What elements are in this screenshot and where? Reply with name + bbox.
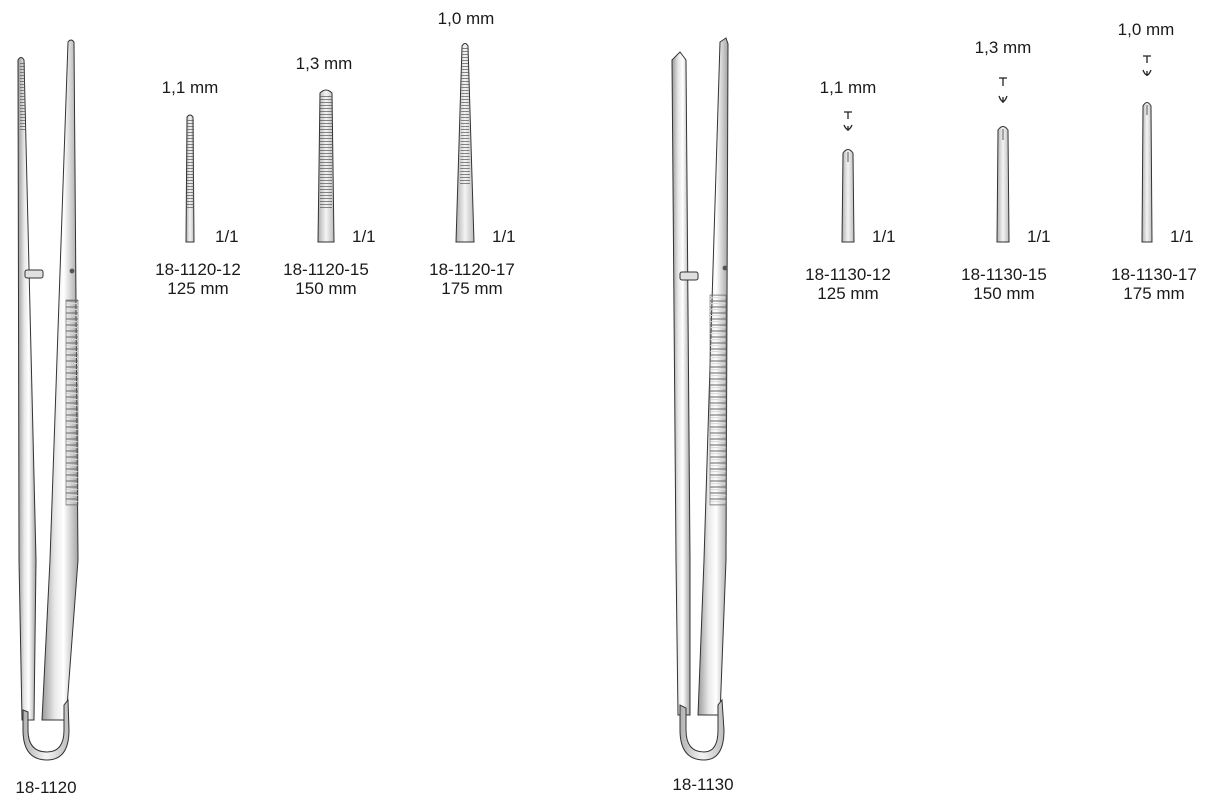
product-code: 18-1120-12 bbox=[155, 260, 241, 279]
tip-detail-18-1120-17 bbox=[455, 43, 475, 243]
scale-label: 1/1 bbox=[492, 227, 516, 246]
product-code: 18-1130-12 bbox=[805, 265, 891, 284]
scale-label: 1/1 bbox=[215, 227, 239, 246]
tip-profile-icon bbox=[998, 77, 1008, 103]
product-length: 125 mm bbox=[167, 279, 229, 298]
forceps-18-1120-illustration bbox=[17, 39, 79, 761]
product-length: 150 mm bbox=[973, 284, 1035, 303]
product-code: 18-1130-17 bbox=[1111, 265, 1197, 284]
width-label: 1,3 mm bbox=[295, 54, 353, 73]
forceps-18-1130-illustration bbox=[671, 37, 729, 761]
width-label: 1,3 mm bbox=[974, 38, 1032, 57]
product-code: 18-1130-15 bbox=[961, 265, 1047, 284]
product-length: 175 mm bbox=[441, 279, 503, 298]
scale-label: 1/1 bbox=[352, 227, 376, 246]
scale-label: 1/1 bbox=[1027, 227, 1051, 246]
product-code: 18-1120-17 bbox=[429, 260, 515, 279]
product-code: 18-1120-15 bbox=[283, 260, 369, 279]
tip-profile-icon bbox=[843, 111, 853, 131]
tip-detail-18-1120-15 bbox=[317, 89, 335, 243]
tip-detail-18-1120-12 bbox=[185, 114, 195, 243]
tip-detail-18-1130-12 bbox=[841, 111, 855, 243]
tip-detail-18-1130-15 bbox=[996, 77, 1010, 243]
tip-detail-18-1130-17 bbox=[1141, 55, 1153, 243]
product-length: 150 mm bbox=[295, 279, 357, 298]
width-label: 1,1 mm bbox=[161, 78, 219, 97]
width-label: 1,0 mm bbox=[1117, 20, 1175, 39]
scale-label: 1/1 bbox=[872, 227, 896, 246]
product-length: 125 mm bbox=[817, 284, 879, 303]
width-label: 1,0 mm bbox=[437, 9, 495, 28]
scale-label: 1/1 bbox=[1170, 227, 1194, 246]
tip-profile-icon bbox=[1142, 55, 1152, 76]
width-label: 1,1 mm bbox=[819, 78, 877, 97]
product-length: 175 mm bbox=[1123, 284, 1185, 303]
model-caption: 18-1130 bbox=[672, 775, 734, 794]
model-caption: 18-1120 bbox=[15, 778, 77, 797]
